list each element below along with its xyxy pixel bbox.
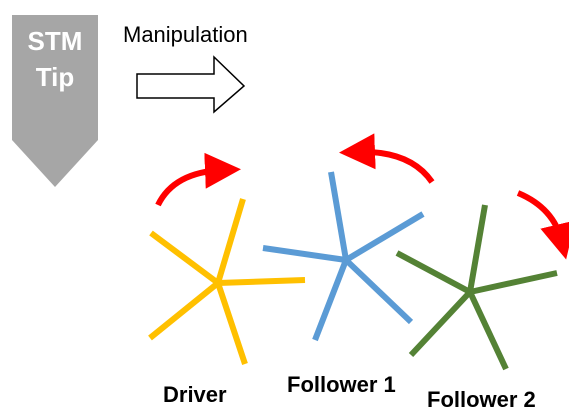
follower-2-arm: [408, 289, 473, 358]
follower-1-arm: [312, 258, 349, 342]
follower-1-label: Follower 1: [287, 372, 396, 397]
manipulation-label: Manipulation: [123, 22, 248, 47]
follower-1-molecule: [262, 171, 425, 342]
follower-1-arm: [328, 171, 349, 261]
follower-2-arm: [469, 270, 558, 295]
driver-arm: [148, 280, 220, 341]
follower-2-arm: [467, 204, 488, 293]
rotation-arrow-follower-2: [516, 190, 569, 260]
manipulation-arrow: [136, 55, 246, 114]
follower-2-label: Follower 2: [427, 387, 536, 412]
follower-1-arm: [262, 245, 347, 263]
follower-2-arm: [467, 290, 509, 371]
driver-label: Driver: [163, 382, 227, 407]
follower-2-arm: [395, 250, 472, 295]
follower-1-arm: [344, 211, 425, 263]
driver-arm: [215, 198, 246, 284]
stm-tip-label-line2: Tip: [35, 62, 75, 92]
driver-molecule: [148, 198, 306, 365]
rotation-arrow-driver: [155, 152, 241, 207]
driver-arm: [217, 277, 306, 286]
stm-tip-label-line1: STM: [27, 26, 83, 56]
stm-tip-shape: [12, 15, 98, 187]
driver-arm: [149, 230, 220, 286]
rotation-arrow-follower-1: [339, 133, 435, 184]
follower-2-molecule: [395, 204, 558, 371]
follower-1-arm: [343, 257, 414, 325]
driver-arm: [215, 282, 248, 365]
